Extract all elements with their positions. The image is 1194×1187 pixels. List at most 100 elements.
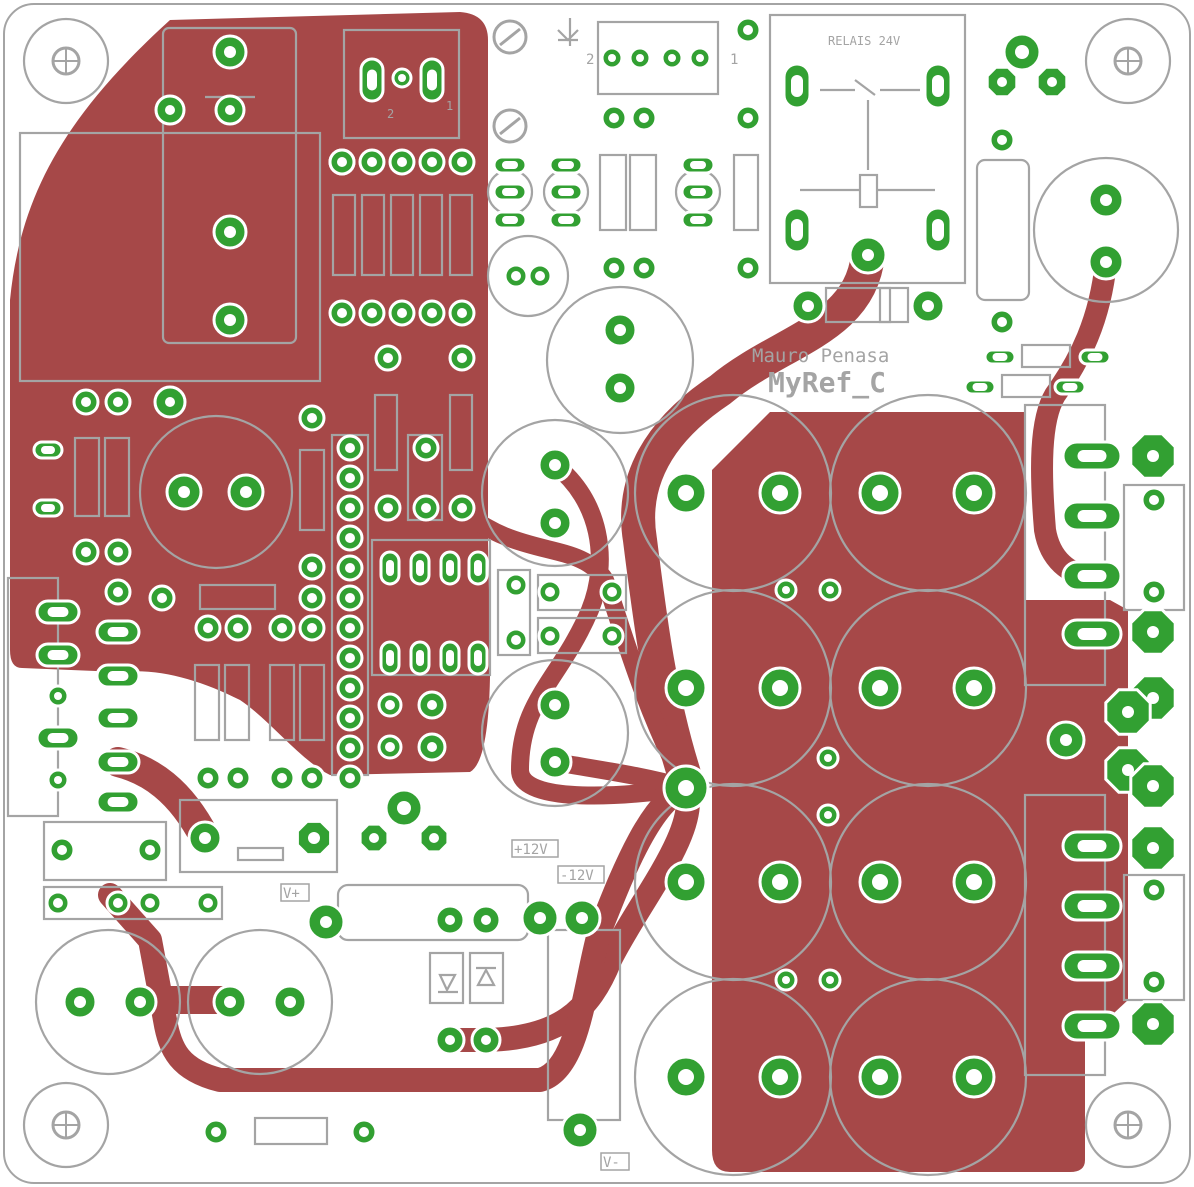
drill-hole [535, 271, 545, 281]
pin1-reg-label: 1 [446, 99, 453, 113]
drill-hole [337, 308, 347, 318]
drill-hole [772, 874, 788, 890]
drill-hole [826, 586, 834, 594]
pin2-top-label: 2 [586, 52, 594, 68]
drill-hole [772, 1069, 788, 1085]
drill-hole [345, 773, 355, 783]
drill-slot [446, 650, 454, 666]
pin2-reg-label: 2 [387, 107, 394, 121]
drill-hole [639, 263, 649, 273]
drill-slot [107, 627, 129, 637]
drill-hole [345, 683, 355, 693]
drill-hole [545, 587, 555, 597]
drill-hole [224, 996, 236, 1008]
drill-hole [481, 1035, 491, 1045]
drill-hole [345, 473, 355, 483]
drill-slot [1077, 628, 1107, 640]
drill-hole [224, 314, 236, 326]
drill-hole [54, 692, 62, 700]
drill-hole [743, 25, 753, 35]
drill-hole [320, 916, 332, 928]
drill-hole [307, 773, 317, 783]
drill-slot [1077, 450, 1107, 462]
drill-hole [696, 54, 704, 62]
drill-hole [826, 976, 834, 984]
drill-hole [224, 46, 236, 58]
drill-hole [457, 157, 467, 167]
drill-hole [224, 226, 236, 238]
drill-hole [165, 397, 175, 407]
drill-hole [367, 157, 377, 167]
drill-hole [427, 700, 437, 710]
drill-hole [668, 54, 676, 62]
drill-hole [284, 996, 296, 1008]
silk-text: RELAIS 24V Mauro Penasa MyRef_C 2 1 2 1 … [280, 34, 900, 1171]
vplus-label: V+ [283, 886, 300, 902]
drill-hole [145, 898, 155, 908]
drill-hole [345, 533, 355, 543]
author-label: Mauro Penasa [752, 345, 889, 367]
drill-hole [233, 773, 243, 783]
drill-hole [997, 135, 1007, 145]
drill-hole [872, 1069, 888, 1085]
drill-hole [824, 754, 832, 762]
mount-hole-icon [22, 17, 110, 105]
drill-hole [445, 1035, 455, 1045]
drill-hole [574, 1124, 586, 1136]
drill-hole [997, 317, 1007, 327]
drill-slot [1077, 570, 1107, 582]
drill-hole [997, 77, 1007, 87]
drill-slot [502, 161, 518, 169]
drill-hole [277, 623, 287, 633]
drill-hole [1100, 256, 1112, 268]
drill-hole [345, 593, 355, 603]
drill-hole [802, 300, 814, 312]
silkscreen [6, 13, 1186, 1177]
drill-hole [1147, 626, 1159, 638]
drill-hole [307, 562, 317, 572]
drill-hole [1149, 587, 1159, 597]
drill-slot [558, 161, 574, 169]
drill-hole [1147, 1018, 1159, 1030]
drill-hole [966, 874, 982, 890]
project-label: MyRef_C [768, 366, 886, 399]
drill-hole [743, 113, 753, 123]
drill-hole [113, 547, 123, 557]
drill-hole [345, 503, 355, 513]
drill-hole [345, 713, 355, 723]
drill-hole [614, 382, 626, 394]
drill-slot [932, 75, 944, 97]
drill-hole [678, 780, 694, 796]
drill-hole [457, 308, 467, 318]
drill-hole [872, 485, 888, 501]
drill-slot [474, 650, 482, 666]
drill-hole [549, 459, 561, 471]
drill-hole [157, 593, 167, 603]
ground-pour-left [10, 12, 491, 775]
drill-hole [53, 898, 63, 908]
drill-hole [966, 485, 982, 501]
drill-hole [367, 308, 377, 318]
drill-hole [1047, 77, 1057, 87]
drill-hole [609, 263, 619, 273]
drill-slot [791, 219, 803, 241]
drill-hole [576, 912, 588, 924]
drill-hole [1149, 977, 1159, 987]
drill-slot [416, 650, 424, 666]
drill-hole [609, 113, 619, 123]
drill-slot [47, 733, 69, 743]
drill-hole [549, 756, 561, 768]
drill-hole [385, 742, 395, 752]
drill-hole [1122, 706, 1134, 718]
drill-hole [233, 623, 243, 633]
drill-slot [107, 713, 129, 723]
drill-hole [113, 587, 123, 597]
drill-slot [416, 560, 424, 576]
drill-slot [558, 216, 574, 224]
drill-slot [690, 188, 706, 196]
drill-hole [481, 915, 491, 925]
drill-slot [41, 504, 55, 512]
drill-hole [134, 996, 146, 1008]
drill-hole [1122, 764, 1134, 776]
